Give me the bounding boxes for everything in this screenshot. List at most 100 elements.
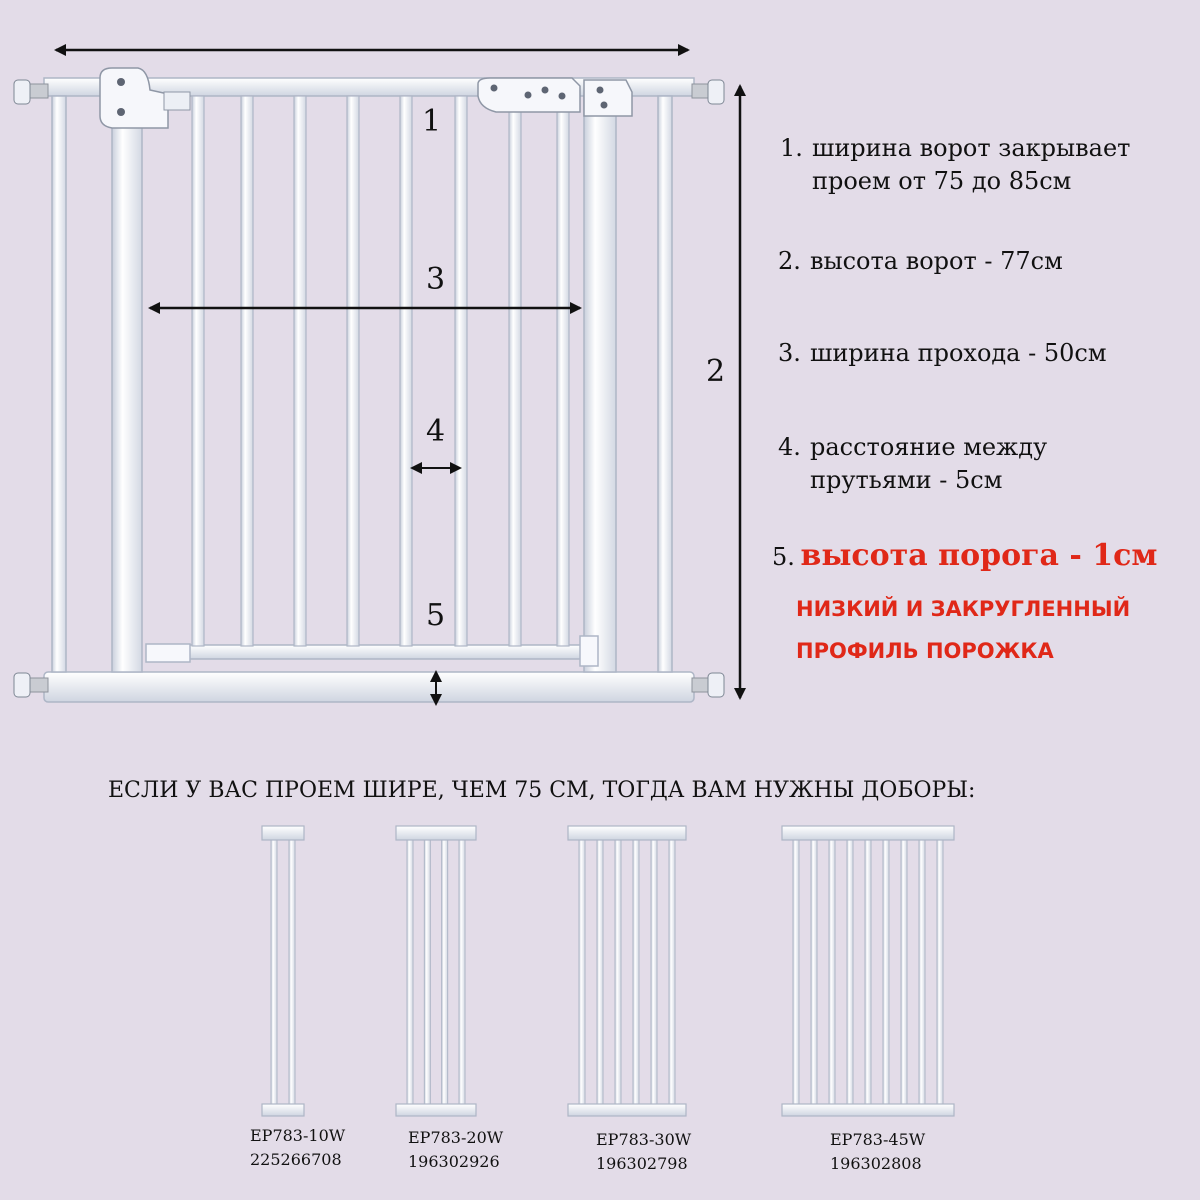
diagram-label-2: 2 (706, 354, 726, 389)
knob-top-right (691, 79, 725, 105)
extension-bar (792, 837, 800, 1105)
spec-5-text: высота порога - 1см (800, 538, 1158, 573)
door-bar (191, 95, 205, 647)
threshold-subtitle: НИЗКИЙ И ЗАКРУГЛЕННЫЙ ПРОФИЛЬ ПОРОЖКА (796, 588, 1130, 672)
dimension-arrows (54, 44, 746, 706)
extension-model: EP783-30W (596, 1130, 692, 1149)
hinge-top-plate (99, 67, 169, 129)
extension-top-rail (261, 825, 305, 841)
threshold-sub-line1: НИЗКИЙ И ЗАКРУГЛЕННЫЙ (796, 597, 1131, 621)
door-bar (556, 95, 570, 647)
door-bar (454, 95, 468, 647)
extensions-note: ЕСЛИ У ВАС ПРОЕМ ШИРЕ, ЧЕМ 75 СМ, ТОГДА … (108, 778, 976, 803)
diagram-label-1: 1 (422, 104, 442, 139)
extension-bar (288, 837, 296, 1105)
diagram-label-3: 3 (426, 262, 446, 297)
diagram-label-5: 5 (426, 598, 446, 633)
spec-3-line1: ширина прохода - 50см (810, 339, 1107, 367)
extension-panel-ep783-30w (567, 825, 687, 1117)
extension-panel-ep783-10w (261, 825, 305, 1117)
extension-label-30w: EP783-30W 196302798 (596, 1128, 691, 1176)
extension-bar (406, 837, 414, 1105)
extension-code: 196302808 (830, 1154, 922, 1173)
door-bar (293, 95, 307, 647)
door-latch-bottom (579, 635, 599, 667)
door-hinge-bottom (145, 643, 191, 663)
extension-bar (458, 837, 466, 1105)
knob-bottom-right (691, 672, 725, 698)
extension-bar (578, 837, 586, 1105)
gate-door (145, 95, 599, 667)
frame-right-post (583, 95, 617, 673)
extension-code: 225266708 (250, 1150, 342, 1169)
spec-2-number: 2. (778, 247, 801, 275)
diagram-label-4: 4 (426, 414, 446, 449)
extension-bottom-rail (781, 1103, 955, 1117)
extension-bottom-rail (261, 1103, 305, 1117)
spec-3-number: 3. (778, 339, 801, 367)
extension-model: EP783-45W (830, 1130, 926, 1149)
spec-4-number: 4. (778, 433, 801, 461)
door-bottom-rail (147, 644, 589, 660)
extension-panel-ep783-45w (781, 825, 955, 1117)
extension-bottom-rail (567, 1103, 687, 1117)
extension-bottom-rail (395, 1103, 477, 1117)
extension-model: EP783-20W (408, 1128, 504, 1147)
knob-top-left (13, 79, 49, 105)
gate-hardware (99, 67, 633, 129)
extension-bar (650, 837, 658, 1105)
extension-panels (261, 825, 955, 1117)
door-bars (191, 95, 570, 647)
frame-bottom-rail (43, 671, 695, 703)
spec-1: 1. ширина ворот закрывает проем от 75 до … (780, 132, 1130, 198)
pressure-knobs (13, 79, 725, 698)
door-bar (346, 95, 360, 647)
spec-1-number: 1. (780, 134, 803, 162)
extension-top-rail (395, 825, 477, 841)
extension-bar (668, 837, 676, 1105)
extension-bar (270, 837, 278, 1105)
spec-1-line2: проем от 75 до 85см (812, 167, 1072, 195)
door-bar (508, 95, 522, 647)
extension-bar (614, 837, 622, 1105)
extension-label-20w: EP783-20W 196302926 (408, 1126, 503, 1174)
extension-code: 196302926 (408, 1152, 500, 1171)
frame-left-post-outer (51, 95, 67, 673)
frame-left-post (111, 95, 143, 673)
extension-code: 196302798 (596, 1154, 688, 1173)
hinge-bracket (163, 91, 191, 111)
door-bar (399, 95, 413, 647)
spec-4-line1: расстояние между (810, 433, 1048, 461)
knob-bottom-left (13, 672, 49, 698)
spec-5: 5. высота порога - 1см (772, 538, 1157, 573)
spec-5-number: 5. (772, 543, 795, 571)
spec-4: 4. расстояние между прутьями - 5см (778, 431, 1047, 497)
spec-2: 2. высота ворот - 77см (778, 245, 1063, 278)
threshold-sub-line2: ПРОФИЛЬ ПОРОЖКА (796, 639, 1054, 663)
extension-bar (936, 837, 944, 1105)
extension-top-rail (781, 825, 955, 841)
extension-label-10w: EP783-10W 225266708 (250, 1124, 345, 1172)
extension-bar (423, 837, 431, 1105)
spec-1-line1: ширина ворот закрывает (812, 134, 1131, 162)
spec-2-line1: высота ворот - 77см (810, 247, 1063, 275)
extension-bar (900, 837, 908, 1105)
extension-bar (632, 837, 640, 1105)
extension-label-45w: EP783-45W 196302808 (830, 1128, 925, 1176)
extension-bar (918, 837, 926, 1105)
extension-bar (864, 837, 872, 1105)
spec-4-line2: прутьями - 5см (810, 466, 1003, 494)
extension-bar (596, 837, 604, 1105)
extension-model: EP783-10W (250, 1126, 346, 1145)
extension-bar (846, 837, 854, 1105)
door-bar (240, 95, 254, 647)
extension-bar (441, 837, 449, 1105)
gate-outer-frame (43, 77, 695, 703)
extension-bar (810, 837, 818, 1105)
extension-bar (828, 837, 836, 1105)
extension-panel-ep783-20w (395, 825, 477, 1117)
latch-right-plate (583, 79, 633, 117)
frame-right-post-outer (657, 95, 673, 673)
